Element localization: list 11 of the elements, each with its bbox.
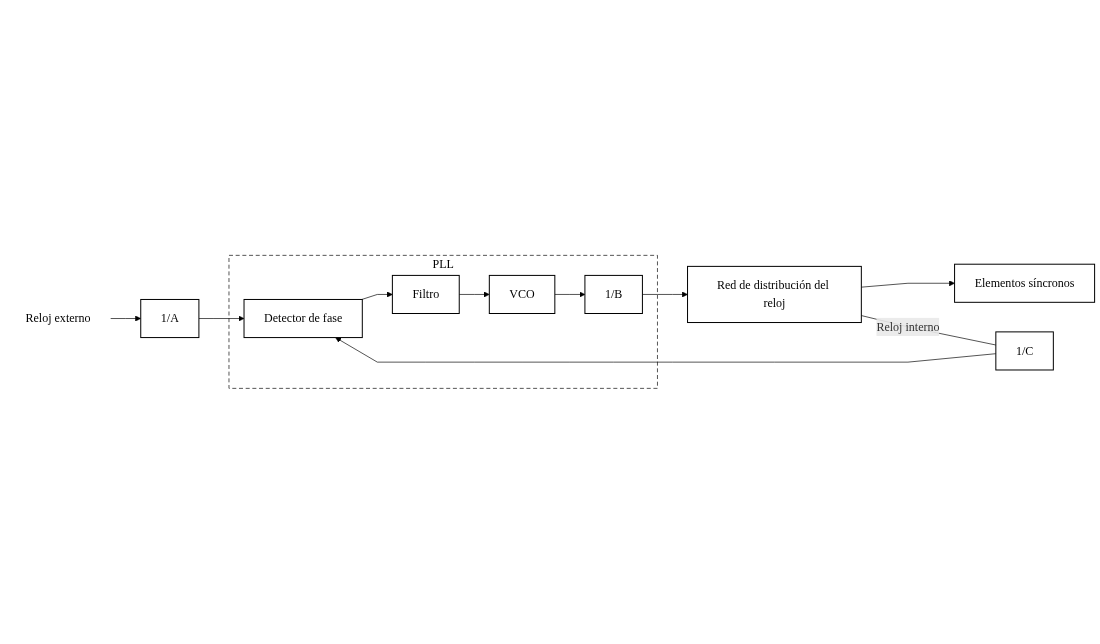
connector — [861, 315, 997, 346]
node-box: Detector de fase — [243, 299, 363, 339]
node-box: Elementos síncronos — [954, 263, 1096, 303]
node-box: Red de distribución del reloj — [687, 266, 862, 324]
node-box: VCO — [488, 275, 556, 315]
node-box: 1/C — [995, 331, 1054, 371]
node-box: 1/B — [584, 275, 643, 315]
node-box: Filtro — [391, 275, 460, 315]
edge-label: Reloj interno — [876, 319, 940, 334]
node-text: Reloj externo — [25, 311, 91, 326]
node-box: 1/A — [140, 299, 200, 339]
